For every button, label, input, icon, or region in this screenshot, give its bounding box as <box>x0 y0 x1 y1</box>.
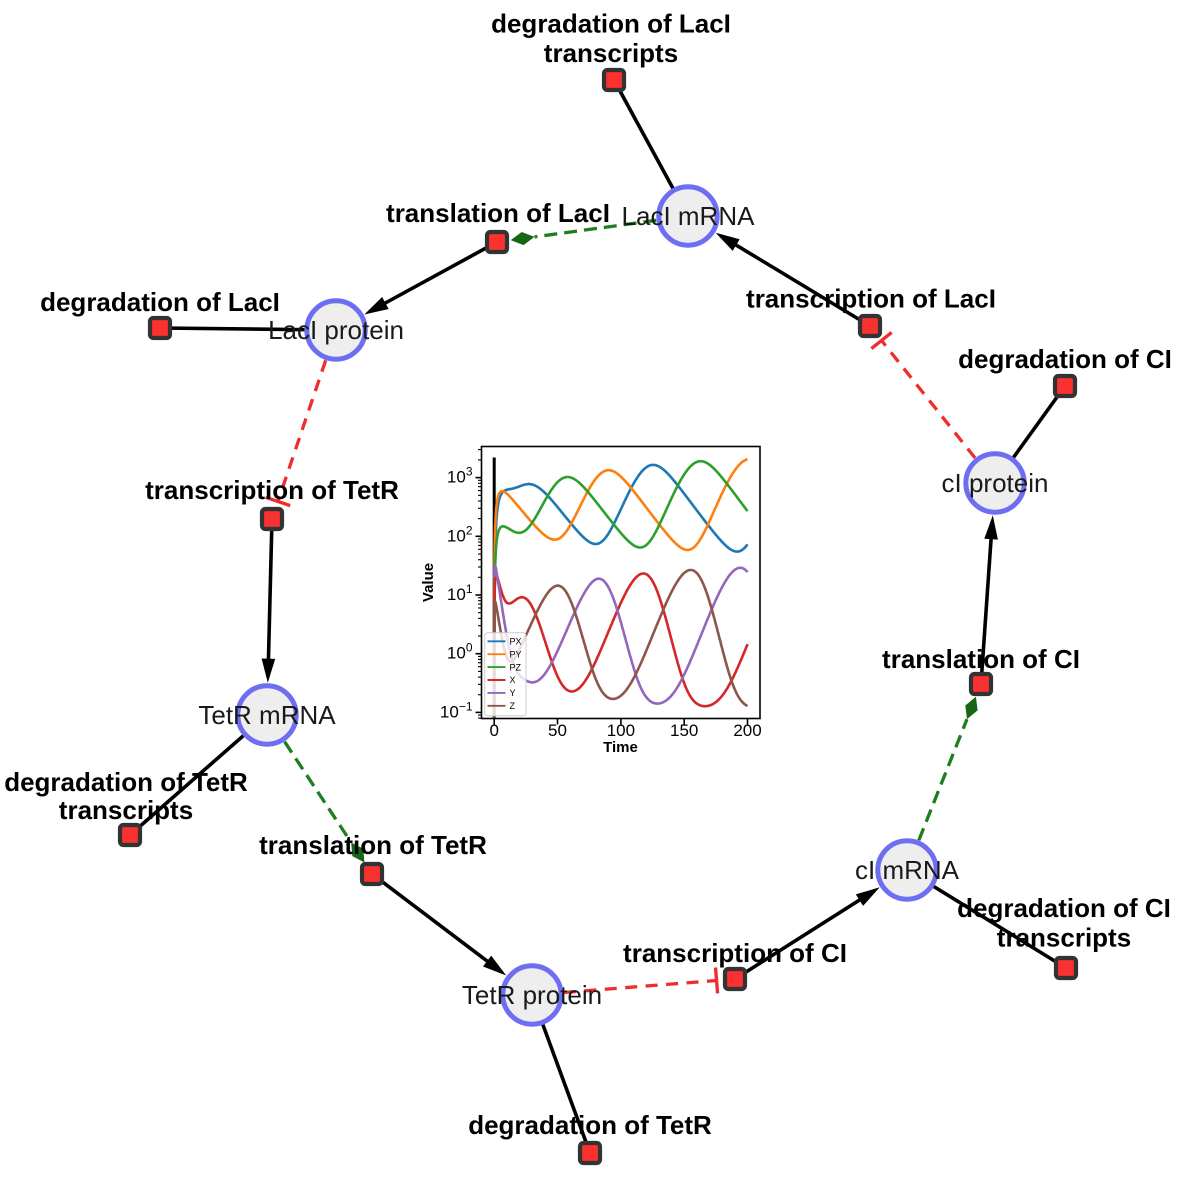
svg-text:TetR protein: TetR protein <box>462 980 602 1010</box>
svg-text:translation of LacI: translation of LacI <box>386 198 610 228</box>
svg-text:degradation of LacI: degradation of LacI <box>491 9 731 39</box>
svg-text:LacI mRNA: LacI mRNA <box>622 201 756 231</box>
svg-text:transcription of TetR: transcription of TetR <box>145 475 399 505</box>
svg-text:degradation of LacI: degradation of LacI <box>40 287 280 317</box>
svg-text:100: 100 <box>607 721 635 740</box>
svg-text:transcription of LacI: transcription of LacI <box>746 284 996 314</box>
svg-text:Value: Value <box>420 563 437 602</box>
svg-text:TetR mRNA: TetR mRNA <box>198 700 336 730</box>
svg-text:PZ: PZ <box>510 662 522 672</box>
svg-text:Y: Y <box>510 688 516 698</box>
svg-text:transcription of CI: transcription of CI <box>623 938 847 968</box>
svg-text:PX: PX <box>510 637 522 647</box>
svg-text:X: X <box>510 675 516 685</box>
svg-text:transcripts: transcripts <box>59 795 193 825</box>
svg-text:cI protein: cI protein <box>942 468 1049 498</box>
svg-text:PY: PY <box>510 649 522 659</box>
svg-text:translation of CI: translation of CI <box>882 644 1080 674</box>
svg-text:150: 150 <box>670 721 698 740</box>
svg-text:transcripts: transcripts <box>997 923 1131 953</box>
svg-text:50: 50 <box>548 721 567 740</box>
svg-text:cI mRNA: cI mRNA <box>855 855 960 885</box>
svg-text:transcripts: transcripts <box>544 38 678 68</box>
svg-text:200: 200 <box>733 721 761 740</box>
svg-text:LacI protein: LacI protein <box>268 315 404 345</box>
svg-text:degradation of TetR: degradation of TetR <box>4 767 248 797</box>
svg-text:degradation of CI: degradation of CI <box>957 893 1171 923</box>
svg-text:degradation of CI: degradation of CI <box>958 344 1172 374</box>
svg-text:Z: Z <box>510 701 516 711</box>
svg-text:translation of TetR: translation of TetR <box>259 830 487 860</box>
svg-text:Time: Time <box>603 739 638 756</box>
svg-text:degradation of TetR: degradation of TetR <box>468 1110 712 1140</box>
svg-text:0: 0 <box>489 721 498 740</box>
